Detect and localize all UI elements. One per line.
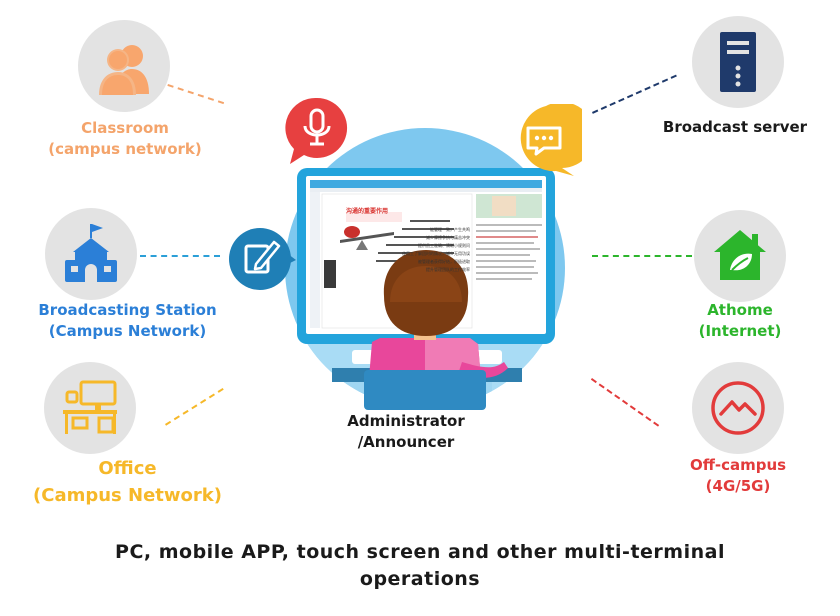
classroom-label-line1: Classroom [81, 119, 169, 137]
slide-line: 提供员工准确、清晰小规则问 [418, 243, 470, 248]
at-home-node [694, 210, 786, 302]
broadcasting-station-label: Broadcasting Station (Campus Network) [25, 300, 230, 342]
slide-line: 提升管理团队的工作效率 [426, 267, 470, 272]
broadcast-server-label-line1: Broadcast server [662, 118, 808, 136]
caption-line1: PC, mobile APP, touch screen and other m… [115, 541, 725, 563]
server-icon [720, 32, 756, 92]
chat-icon [520, 104, 582, 176]
off-campus-label-line2: (4G/5G) [705, 477, 771, 495]
at-home-label-line1: Athome [707, 301, 773, 319]
classroom-node [78, 20, 170, 112]
slide-text-lines: 能管理一致，产生共鸣 减少摩擦争执与痛苦冲突 提供员工准确、清晰小规则问 使用工… [370, 226, 470, 274]
at-home-label: Athome (Internet) [650, 300, 830, 342]
broadcasting-station-label-line2: (Campus Network) [48, 322, 207, 340]
office-label-line2: (Campus Network) [33, 485, 222, 506]
slide-line: 被管理者获得好结，积极进取 [418, 259, 470, 264]
school-building-icon [65, 224, 117, 282]
center-illustration [282, 100, 568, 410]
connector-broadcast-server [592, 74, 677, 114]
office-label: Office (Campus Network) [15, 455, 240, 509]
administrator-label: Administrator /Announcer [306, 411, 506, 453]
office-label-line1: Office [98, 458, 157, 479]
classroom-label-line2: (campus network) [48, 140, 202, 158]
broadcasting-station-node [45, 208, 137, 300]
office-node [44, 362, 136, 454]
off-campus-label: Off-campus (4G/5G) [648, 455, 828, 497]
off-campus-label-line1: Off-campus [689, 456, 787, 474]
at-home-label-line2: (Internet) [698, 322, 782, 340]
signal-icon [711, 381, 765, 435]
broadcast-server-label: Broadcast server [640, 117, 830, 138]
users-icon [99, 45, 149, 95]
off-campus-node [692, 362, 784, 454]
microphone-icon [285, 97, 348, 164]
connector-off-campus [590, 378, 660, 427]
edit-note-icon [229, 228, 296, 290]
slide-line: 使用工了解团时的情况，减少无用功误 [402, 251, 470, 256]
diagram-caption: PC, mobile APP, touch screen and other m… [0, 539, 840, 593]
administrator-scene [285, 128, 565, 410]
connector-classroom [167, 84, 225, 105]
connector-office [165, 387, 224, 426]
broadcast-server-node [692, 16, 784, 108]
slide-line: 减少摩擦争执与痛苦冲突 [426, 235, 470, 240]
green-home-icon [714, 230, 766, 280]
office-desk-icon [63, 380, 117, 434]
slide-title: 沟通的重要作用 [346, 208, 389, 215]
classroom-label: Classroom (campus network) [30, 118, 220, 160]
administrator-label-line2: /Announcer [357, 433, 455, 451]
slide-line: 能管理一致，产生共鸣 [430, 227, 470, 232]
connector-broadcasting-station [140, 255, 220, 257]
connector-at-home [592, 255, 692, 257]
caption-line2: operations [359, 568, 481, 590]
administrator-label-line1: Administrator [347, 412, 465, 430]
broadcasting-station-label-line1: Broadcasting Station [38, 301, 217, 319]
